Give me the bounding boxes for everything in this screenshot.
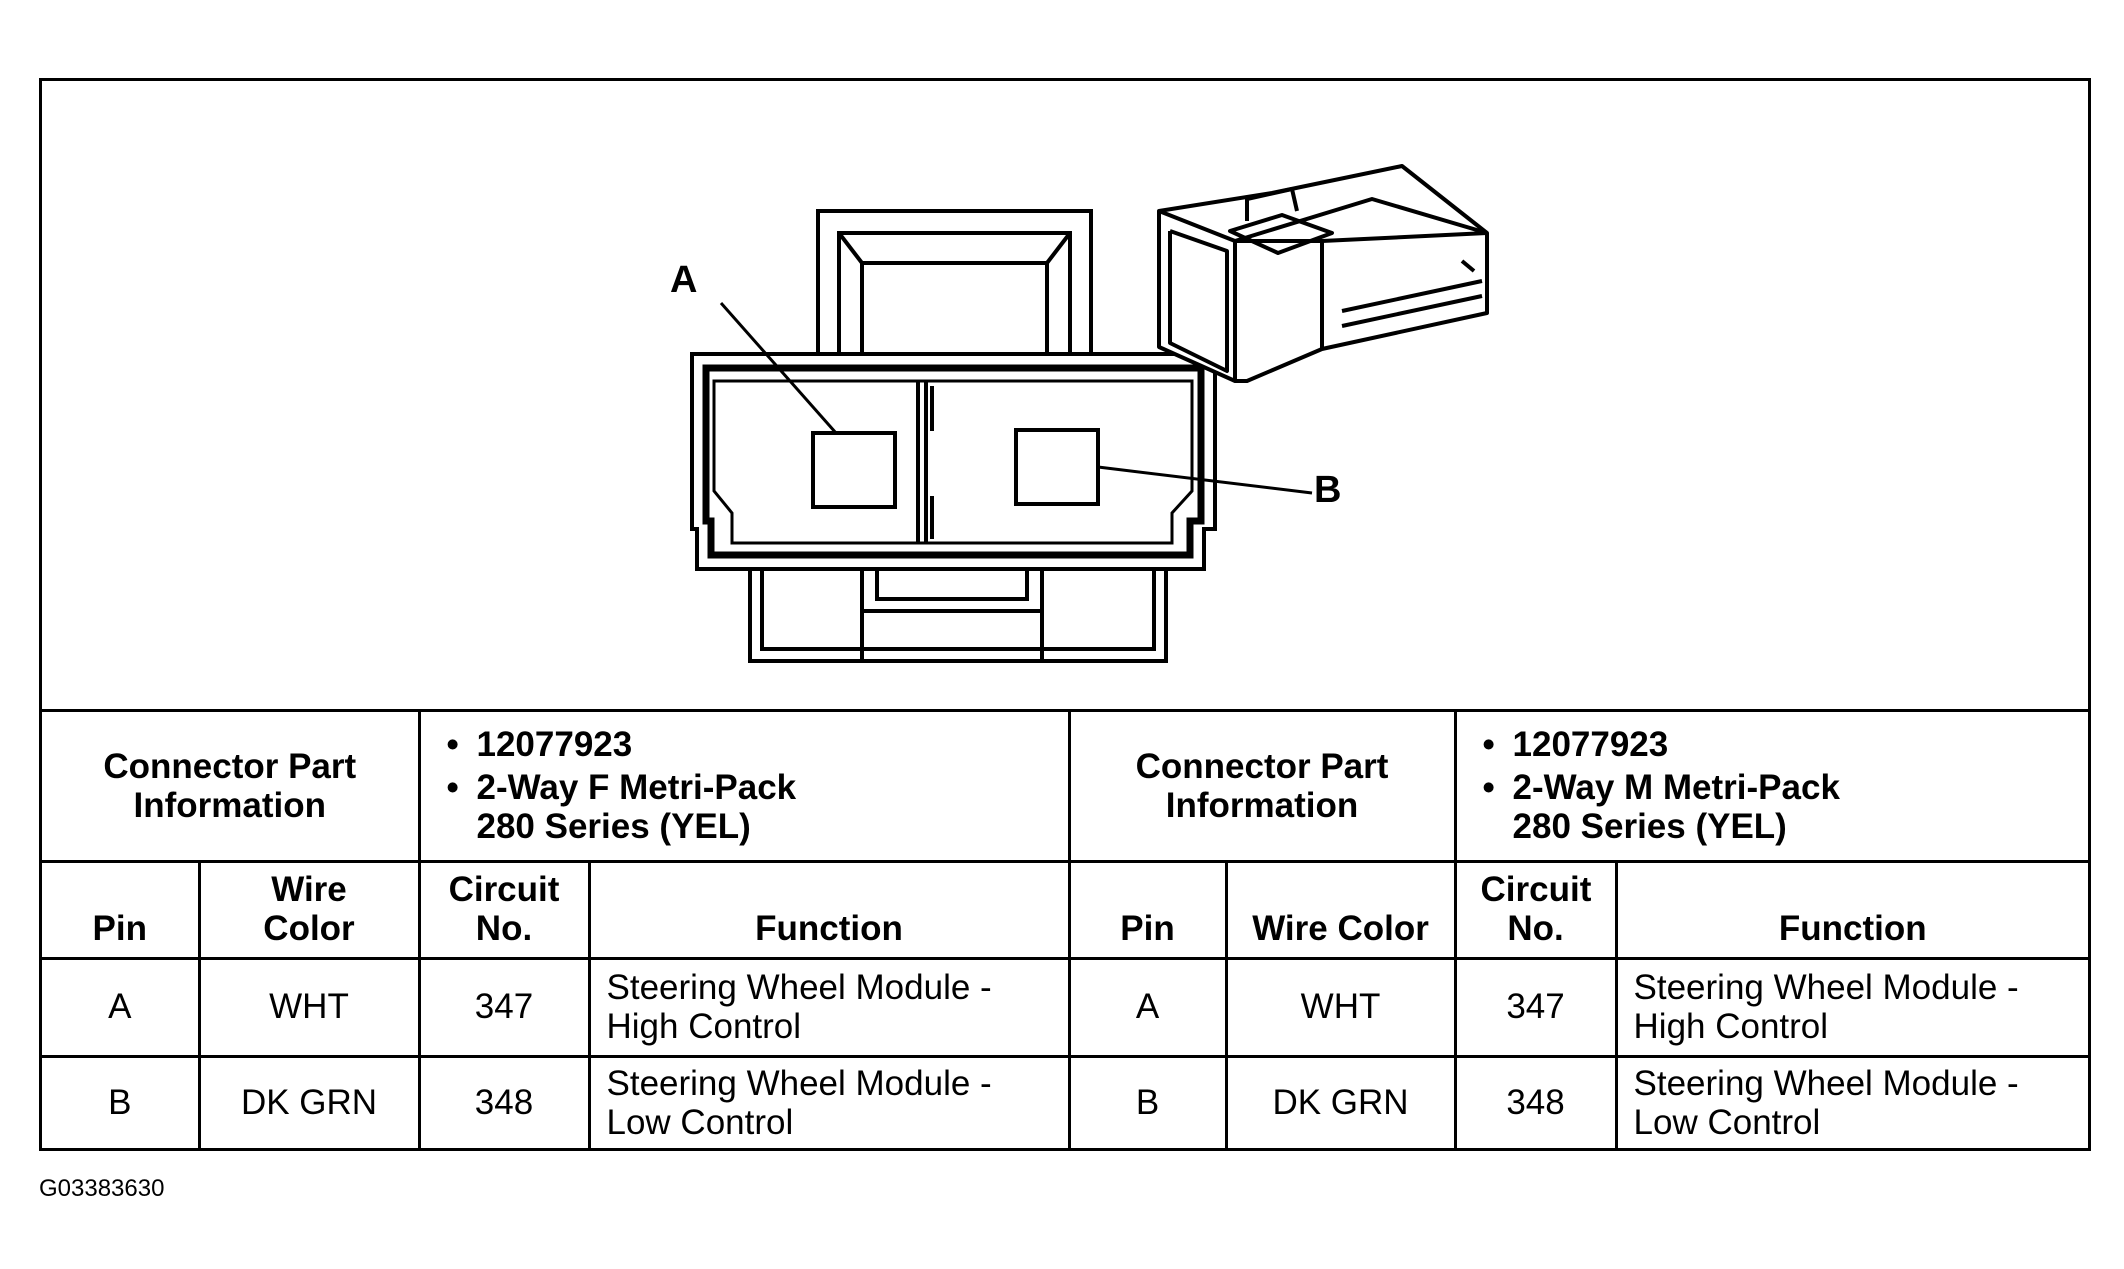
left-type-line1: 2-Way F Metri-Pack bbox=[476, 768, 797, 808]
left-connector-info-cell: 12077923 2-Way F Metri-Pack 280 Series (… bbox=[417, 712, 1071, 863]
right-col-circuit: Circuit No. bbox=[1453, 859, 1618, 960]
right-function-cell: Steering Wheel Module - Low Control bbox=[1614, 1054, 2089, 1148]
left-pin-cell: A bbox=[42, 956, 201, 1058]
right-wire-color-cell: DK GRN bbox=[1224, 1054, 1457, 1148]
isometric-connector-icon bbox=[1157, 164, 1489, 383]
right-circuit-cell: 347 bbox=[1453, 956, 1618, 1058]
function-line2: Low Control bbox=[1633, 1102, 1821, 1142]
right-pin-cell: B bbox=[1067, 1054, 1228, 1148]
connector-info-row: Connector Part Information 12077923 2-Wa… bbox=[42, 712, 2089, 863]
right-part-number: 12077923 bbox=[1483, 725, 2079, 764]
left-col-function: Function bbox=[587, 859, 1071, 960]
function-line2: High Control bbox=[1633, 1007, 1829, 1046]
right-function-cell: Steering Wheel Module - High Control bbox=[1614, 956, 2089, 1058]
function-line1: Steering Wheel Module - bbox=[1633, 967, 2019, 1007]
function-line1: Steering Wheel Module - bbox=[1633, 1063, 2019, 1103]
function-line2: High Control bbox=[606, 1007, 802, 1046]
right-type-line2: 280 Series (YEL) bbox=[1512, 807, 1787, 847]
terminal-b bbox=[1014, 428, 1100, 506]
left-pin-cell: B bbox=[42, 1054, 201, 1148]
connector-skirt bbox=[748, 569, 1168, 663]
left-connector-info-list: 12077923 2-Way F Metri-Pack 280 Series (… bbox=[431, 725, 1058, 847]
center-divider bbox=[916, 381, 934, 543]
left-circuit-cell: 347 bbox=[417, 956, 591, 1058]
left-connector-type: 2-Way F Metri-Pack 280 Series (YEL) bbox=[447, 768, 1058, 846]
left-circuit-cell: 348 bbox=[417, 1054, 591, 1148]
left-col-pin: Pin bbox=[42, 859, 201, 960]
left-col-circuit: Circuit No. bbox=[417, 859, 591, 960]
callout-label-a: A bbox=[670, 259, 698, 301]
right-connector-info-cell: 12077923 2-Way M Metri-Pack 280 Series (… bbox=[1453, 712, 2089, 863]
right-pin-cell: A bbox=[1067, 956, 1228, 1058]
diagram-frame: A B Connector Part Information 12077923 … bbox=[39, 78, 2091, 1151]
connector-body-inner bbox=[702, 364, 1205, 559]
right-connector-info-label: Connector Part Information bbox=[1067, 712, 1457, 863]
figure-id: G03383630 bbox=[39, 1175, 165, 1202]
leader-line-b bbox=[1097, 465, 1313, 495]
right-col-pin: Pin bbox=[1067, 859, 1228, 960]
right-type-line1: 2-Way M Metri-Pack bbox=[1512, 768, 1840, 808]
left-wire-color-cell: DK GRN bbox=[197, 1054, 421, 1148]
function-line1: Steering Wheel Module - bbox=[606, 1063, 992, 1103]
function-line1: Steering Wheel Module - bbox=[606, 967, 992, 1007]
connector-cavity bbox=[712, 379, 1194, 545]
right-circuit-cell: 348 bbox=[1453, 1054, 1618, 1148]
leader-line-a bbox=[719, 302, 838, 434]
left-type-line2: 280 Series (YEL) bbox=[476, 807, 751, 847]
column-header-row: Pin Wire Color Circuit No. Function Pin … bbox=[42, 859, 2089, 960]
connector-drawing bbox=[690, 164, 1489, 663]
left-part-number: 12077923 bbox=[447, 725, 1058, 764]
right-connector-info-list: 12077923 2-Way M Metri-Pack 280 Series (… bbox=[1467, 725, 2079, 847]
pinout-table: Connector Part Information 12077923 2-Wa… bbox=[42, 712, 2089, 1148]
left-function-cell: Steering Wheel Module - High Control bbox=[587, 956, 1071, 1058]
right-wire-color-cell: WHT bbox=[1224, 956, 1457, 1058]
callout-label-b: B bbox=[1314, 469, 1342, 511]
left-function-cell: Steering Wheel Module - Low Control bbox=[587, 1054, 1071, 1148]
left-col-wire-color: Wire Color bbox=[197, 859, 421, 960]
table-row: A WHT 347 Steering Wheel Module - High C… bbox=[42, 956, 2089, 1058]
right-col-function: Function bbox=[1614, 859, 2089, 960]
connector-latch bbox=[816, 209, 1093, 354]
table-row: B DK GRN 348 Steering Wheel Module - Low… bbox=[42, 1054, 2089, 1148]
left-wire-color-cell: WHT bbox=[197, 956, 421, 1058]
right-col-wire-color: Wire Color bbox=[1224, 859, 1457, 960]
function-line2: Low Control bbox=[606, 1102, 794, 1142]
right-connector-type: 2-Way M Metri-Pack 280 Series (YEL) bbox=[1483, 768, 2079, 846]
terminal-a bbox=[811, 431, 897, 509]
connector-body-outer bbox=[690, 352, 1217, 571]
connector-diagram: A B bbox=[42, 81, 2088, 712]
left-connector-info-label: Connector Part Information bbox=[42, 712, 421, 863]
